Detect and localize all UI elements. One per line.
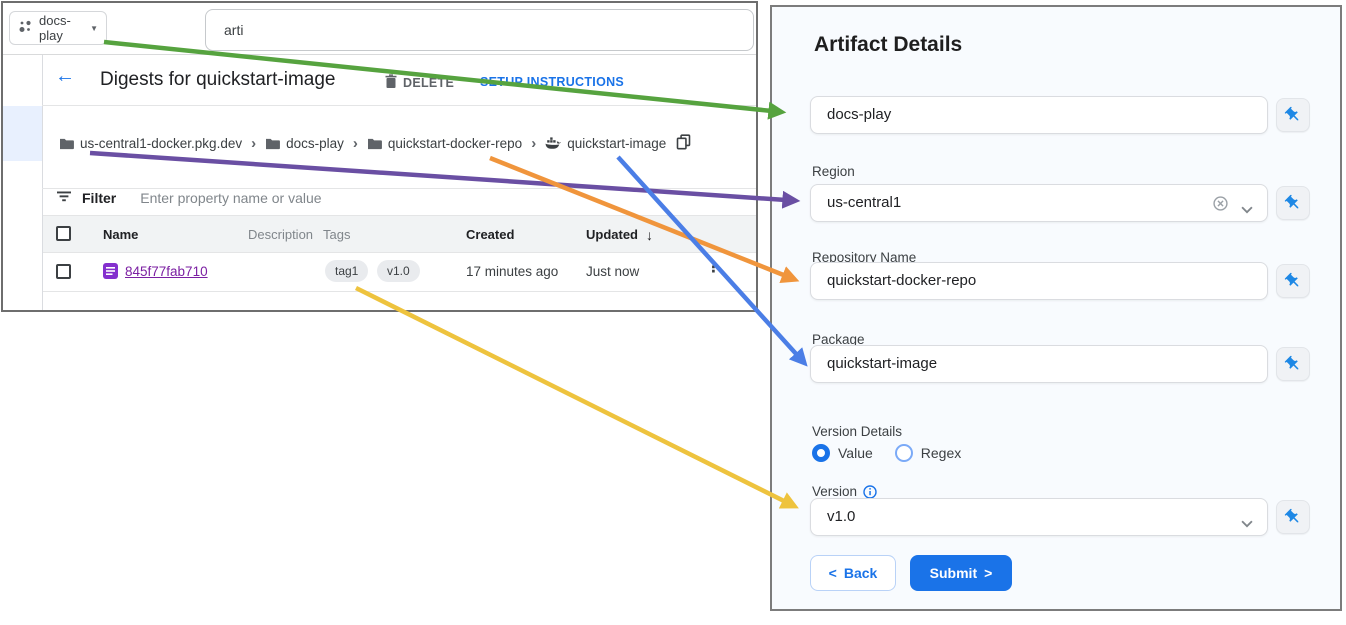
breadcrumb-item-registry[interactable]: us-central1-docker.pkg.dev <box>59 136 242 151</box>
folder-icon <box>60 138 74 150</box>
header-divider <box>42 105 756 106</box>
chevron-left-icon: < <box>828 565 837 581</box>
pin-icon <box>1284 194 1299 209</box>
repository-field[interactable]: quickstart-docker-repo <box>810 262 1268 300</box>
tag-chip[interactable]: tag1 <box>325 260 369 282</box>
breadcrumb-item-project[interactable]: docs-play <box>265 136 344 151</box>
col-description[interactable]: Description <box>248 227 314 242</box>
info-icon[interactable] <box>863 484 877 499</box>
back-button-label: Back <box>843 565 878 581</box>
col-name[interactable]: Name <box>103 227 139 242</box>
breadcrumb: us-central1-docker.pkg.dev › docs-play ›… <box>59 134 691 153</box>
version-label-row: Version <box>812 484 877 499</box>
project-selector[interactable]: docs-play ▼ <box>9 11 107 45</box>
package-field-value: quickstart-image <box>827 355 938 372</box>
region-field-value: us-central1 <box>827 194 902 211</box>
region-field[interactable]: us-central1 <box>810 184 1268 222</box>
version-details-label: Version Details <box>812 424 903 439</box>
row-checkbox[interactable] <box>56 264 71 279</box>
version-field[interactable]: v1.0 <box>810 498 1268 536</box>
row-overflow-menu[interactable]: ⋮ <box>706 259 721 276</box>
version-field-value: v1.0 <box>827 508 856 525</box>
chevron-down-icon[interactable] <box>1241 515 1253 533</box>
trash-icon <box>385 74 397 92</box>
radio-selected-icon <box>812 444 830 462</box>
breadcrumb-sep-icon: › <box>352 135 358 152</box>
copy-icon[interactable] <box>676 134 691 153</box>
artifact-details-panel: Artifact Details docs-play Region us-cen… <box>770 5 1342 611</box>
sort-desc-icon[interactable]: ↓ <box>646 227 653 243</box>
delete-button[interactable]: DELETE <box>385 74 454 92</box>
project-name: docs-play <box>39 13 71 43</box>
tag-chip[interactable]: v1.0 <box>377 260 420 282</box>
repository-field-value: quickstart-docker-repo <box>827 272 977 289</box>
breadcrumb-item-image[interactable]: quickstart-image <box>545 136 666 151</box>
breadcrumb-sep-icon: › <box>251 135 257 152</box>
search-input[interactable]: arti <box>205 9 754 51</box>
console-screenshot: docs-play ▼ arti ← Digests for quickstar… <box>1 1 758 312</box>
package-field[interactable]: quickstart-image <box>810 345 1268 383</box>
created-cell: 17 minutes ago <box>466 264 559 279</box>
arrow-version <box>354 285 799 509</box>
filter-icon <box>56 189 72 207</box>
back-button[interactable]: < Back <box>810 555 896 591</box>
chevron-down-icon[interactable] <box>1241 201 1253 219</box>
back-arrow-icon[interactable]: ← <box>55 65 75 87</box>
breadcrumb-sep-icon: › <box>531 135 537 152</box>
pin-button[interactable] <box>1276 264 1310 298</box>
docker-whale-icon <box>545 136 562 149</box>
sidebar-divider <box>42 55 43 310</box>
filter-bar[interactable]: Filter Enter property name or value <box>56 189 322 207</box>
project-grid-icon <box>18 19 32 38</box>
sidebar-highlight[interactable] <box>3 106 42 161</box>
filter-label: Filter <box>82 190 117 206</box>
col-updated[interactable]: Updated <box>586 227 638 242</box>
topbar-divider <box>3 54 756 55</box>
col-tags[interactable]: Tags <box>323 227 351 242</box>
page-title: Digests for quickstart-image <box>100 69 336 90</box>
radio-unselected-icon <box>894 444 913 462</box>
setup-instructions-label: SETUP INSTRUCTIONS <box>480 75 625 89</box>
project-field-value: docs-play <box>827 106 892 123</box>
digest-link[interactable]: 845f77fab710 <box>125 264 208 279</box>
package-label: Package <box>812 332 865 347</box>
pin-button[interactable] <box>1276 186 1310 220</box>
pin-button[interactable] <box>1276 98 1310 132</box>
submit-button-label: Submit <box>929 565 978 581</box>
delete-label: DELETE <box>403 76 455 90</box>
radio-regex[interactable]: Regex <box>894 444 961 462</box>
folder-icon <box>367 138 382 150</box>
submit-button[interactable]: Submit > <box>910 555 1012 591</box>
chevron-down-icon: ▼ <box>90 23 98 33</box>
pin-button[interactable] <box>1276 347 1310 381</box>
radio-value[interactable]: Value <box>812 444 873 462</box>
select-all-checkbox[interactable] <box>56 226 71 241</box>
updated-cell: Just now <box>586 264 640 279</box>
setup-instructions-button[interactable]: SETUP INSTRUCTIONS <box>480 75 624 89</box>
pin-button[interactable] <box>1276 500 1310 534</box>
chevron-right-icon: > <box>984 565 993 581</box>
pin-icon <box>1284 355 1299 370</box>
repository-label: Repository Name <box>812 250 917 265</box>
col-created[interactable]: Created <box>466 227 515 242</box>
filter-placeholder: Enter property name or value <box>140 190 322 206</box>
project-field[interactable]: docs-play <box>810 96 1268 134</box>
pin-icon <box>1284 508 1299 523</box>
clear-icon[interactable] <box>1213 196 1228 216</box>
region-label: Region <box>812 164 855 179</box>
breadcrumb-item-repo[interactable]: quickstart-docker-repo <box>367 136 522 151</box>
pin-icon <box>1284 272 1299 287</box>
panel-title: Artifact Details <box>814 33 963 56</box>
table-row[interactable]: 845f77fab710 tag1 v1.0 17 minutes ago Ju… <box>43 253 756 292</box>
version-details-radios: Value Regex <box>812 444 961 462</box>
version-label: Version <box>812 484 858 499</box>
table-header: Name Description Tags Created Updated ↓ <box>43 215 756 253</box>
pin-icon <box>1284 106 1299 121</box>
folder-icon <box>266 138 281 150</box>
digest-icon <box>103 263 119 285</box>
